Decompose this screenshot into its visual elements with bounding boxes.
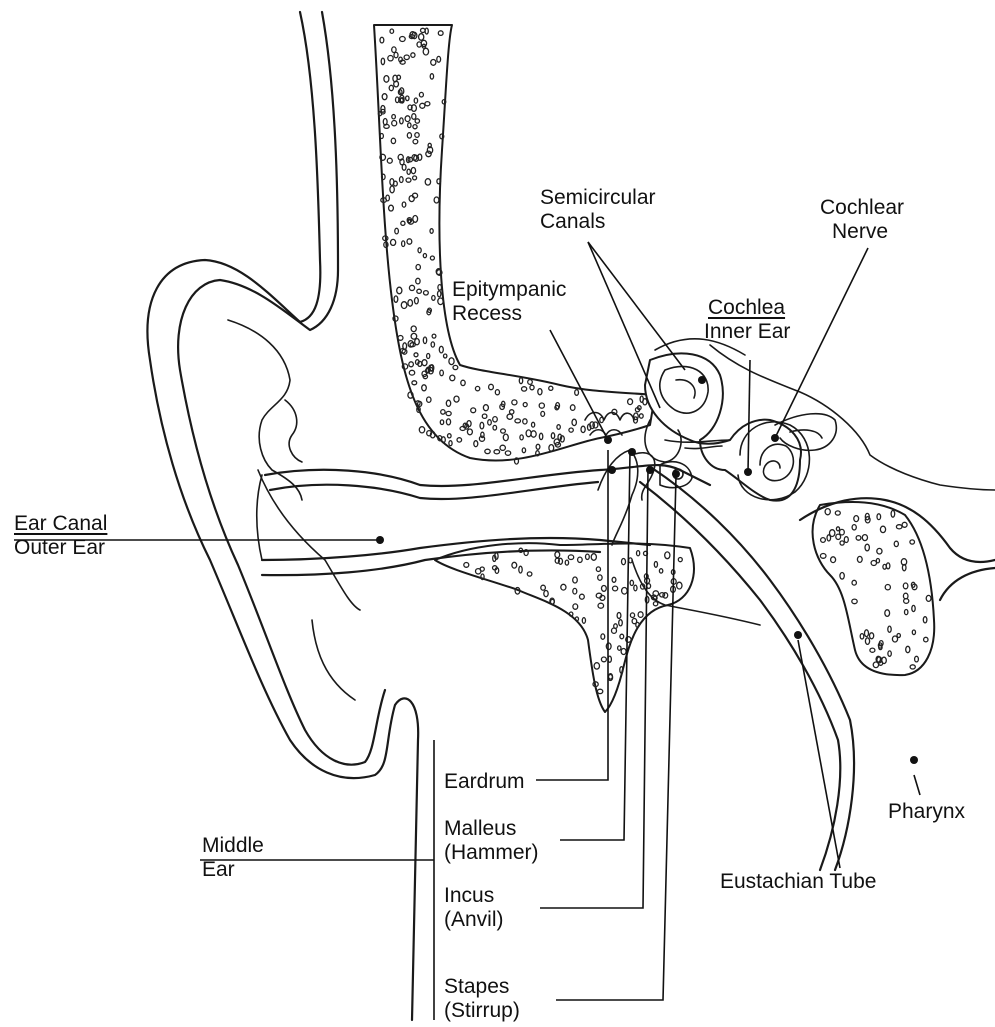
label-semicircular-canals: Semicircular Canals	[540, 186, 656, 234]
label-epitympanic-recess: Epitympanic Recess	[452, 278, 566, 326]
dot-cochlea	[744, 468, 752, 476]
dot-eardrum	[608, 466, 616, 474]
dot-eustachian-tube	[794, 631, 802, 639]
leader-semicircular-canals-a	[588, 242, 685, 370]
dot-cochlear-nerve	[771, 434, 779, 442]
ossicles	[598, 450, 692, 545]
label-eardrum: Eardrum	[444, 770, 525, 794]
leader-incus	[540, 470, 648, 908]
dot-semicircular-canals	[698, 376, 706, 384]
leader-semicircular-canals-b	[588, 242, 660, 408]
leader-eustachian-tube	[798, 640, 840, 868]
label-malleus: Malleus (Hammer)	[444, 817, 539, 865]
label-cochlea: Cochlea Inner Ear	[704, 296, 790, 344]
dot-ear-canal	[376, 536, 384, 544]
label-pharynx: Pharynx	[888, 800, 965, 824]
label-middle-ear: Middle Ear	[202, 834, 264, 882]
label-ear-canal: Ear Canal Outer Ear	[14, 512, 107, 560]
pinna	[147, 12, 418, 1020]
label-eustachian-tube: Eustachian Tube	[720, 870, 876, 894]
dot-incus	[646, 466, 654, 474]
dot-pharynx	[910, 756, 918, 764]
label-incus: Incus (Anvil)	[444, 884, 504, 932]
leader-pharynx	[914, 775, 920, 795]
dot-stapes	[672, 470, 680, 478]
dot-malleus	[628, 448, 636, 456]
dot-epitympanic-recess	[604, 436, 612, 444]
label-stapes: Stapes (Stirrup)	[444, 975, 520, 1023]
label-cochlear-nerve: Cochlear Nerve	[820, 196, 904, 244]
